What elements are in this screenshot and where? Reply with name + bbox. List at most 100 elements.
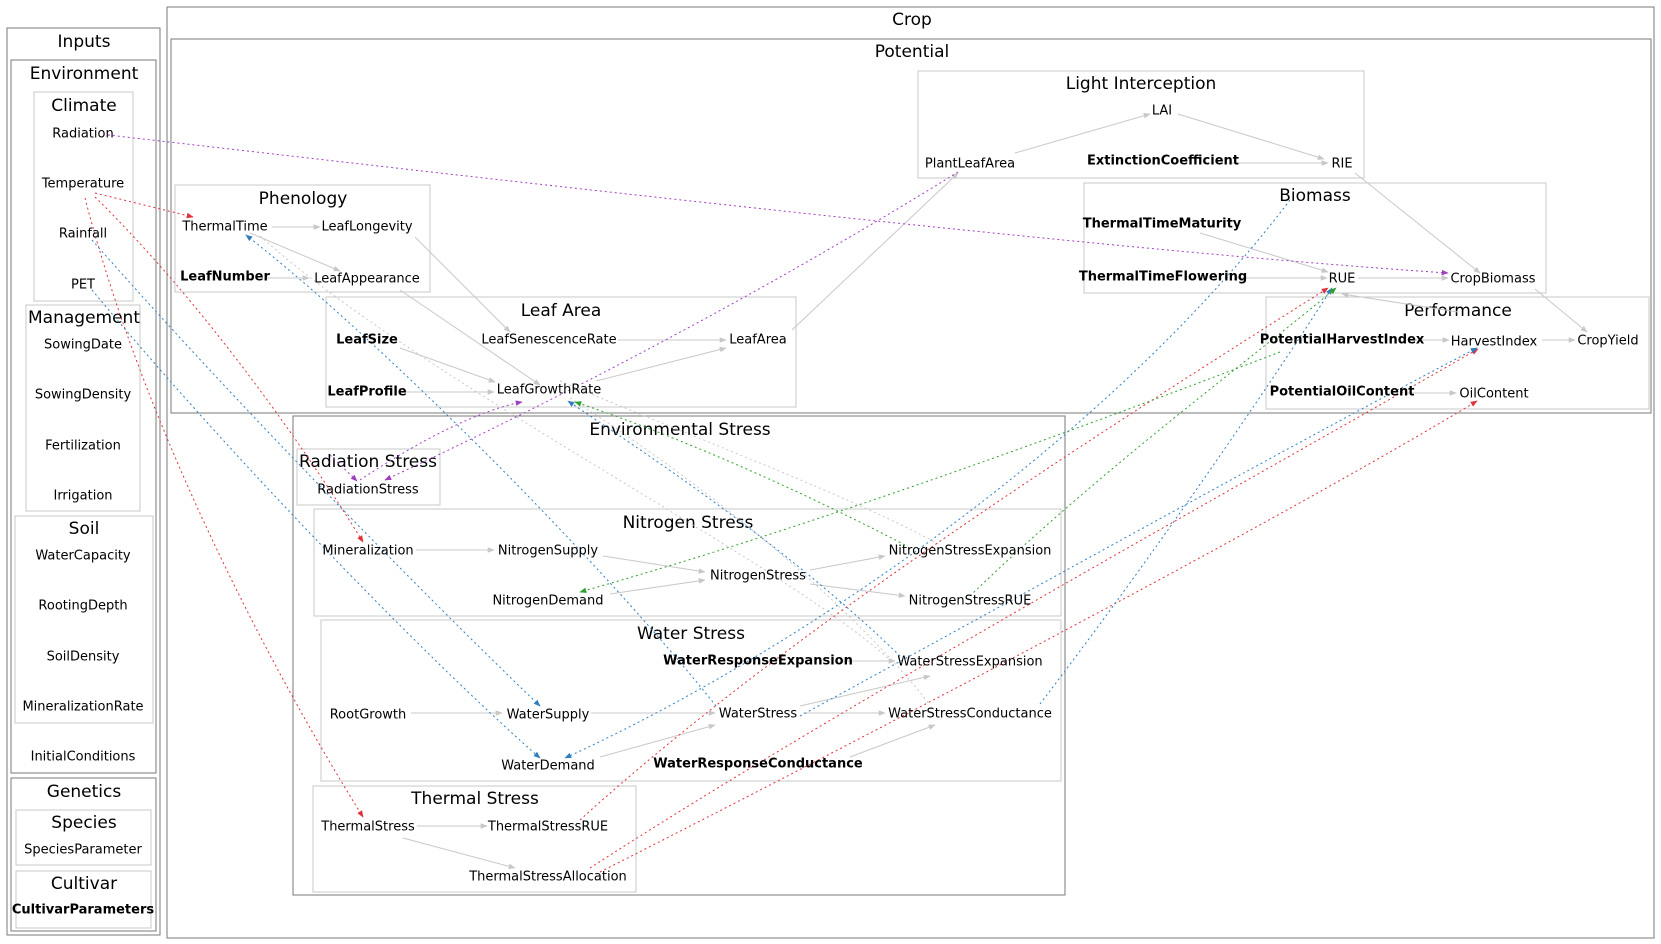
edge-thermalstress-thermalstressallocation xyxy=(402,837,516,870)
node-rootingdepth: RootingDepth xyxy=(38,599,127,614)
node-thermalstressallocation: ThermalStressAllocation xyxy=(468,870,627,885)
node-sowingdate: SowingDate xyxy=(44,338,122,353)
cluster-phenology-box xyxy=(174,184,431,293)
node-soildensity: SoilDensity xyxy=(47,650,120,665)
clusters: Inputs Environment Climate Management So… xyxy=(6,6,1655,939)
cluster-climate-box xyxy=(33,91,134,302)
cluster-soil-title: Soil xyxy=(69,519,100,539)
cluster-management-title: Management xyxy=(28,308,140,328)
node-nitrogendemand: NitrogenDemand xyxy=(492,594,603,609)
cluster-biomass-box xyxy=(1083,182,1547,294)
node-waterstress: WaterStress xyxy=(719,707,798,722)
edge-waterdemand-waterstress xyxy=(599,723,716,758)
edge-temperature-thermalstress xyxy=(84,197,364,818)
cluster-potential-box xyxy=(170,38,1652,414)
edge-waterstress-thermaltime xyxy=(245,234,717,707)
cluster-performance-box xyxy=(1265,296,1650,410)
node-cropyield: CropYield xyxy=(1577,334,1638,349)
cluster-genetics-box xyxy=(10,777,157,932)
cluster-envstress-box xyxy=(292,415,1066,896)
cluster-nitrogen-box xyxy=(313,508,1062,617)
cluster-water-box xyxy=(320,619,1062,782)
cluster-environment-title: Environment xyxy=(30,64,139,84)
edge-thermaltime-leafappearance xyxy=(249,232,341,272)
cluster-climate-title: Climate xyxy=(51,96,116,116)
node-leafappearance: LeafAppearance xyxy=(314,272,420,287)
node-thermaltimematurity: ThermalTimeMaturity xyxy=(1083,217,1242,232)
cluster-water-title: Water Stress xyxy=(637,624,745,644)
cluster-leafarea-title: Leaf Area xyxy=(521,301,602,321)
node-oilcontent: OilContent xyxy=(1459,387,1528,402)
node-rootgrowth: RootGrowth xyxy=(330,708,407,723)
cluster-environment-box xyxy=(10,59,157,774)
node-fertilization: Fertilization xyxy=(45,439,121,454)
node-sowingdensity: SowingDensity xyxy=(35,388,132,403)
node-leafsenescencerate: LeafSenescenceRate xyxy=(481,333,616,348)
edge-plantleafarea-radiationstress xyxy=(384,171,959,481)
cluster-potential-title: Potential xyxy=(875,42,949,62)
edge-leafappearance-leafgrowthrate xyxy=(399,289,541,386)
cluster-light-title: Light Interception xyxy=(1066,74,1217,94)
cluster-crop-title: Crop xyxy=(892,10,932,30)
node-leafprofile: LeafProfile xyxy=(327,385,406,400)
edge-waterresponseconductance-waterstressconductance xyxy=(849,724,936,758)
cluster-cultivar-title: Cultivar xyxy=(51,874,117,894)
edge-thermaltime-waterstressexpansion-dotted xyxy=(259,235,891,661)
node-mineralization: Mineralization xyxy=(322,544,413,559)
edge-thermalstressallocation-harvestindex xyxy=(589,348,1479,869)
node-waterstressconductance: WaterStressConductance xyxy=(888,707,1052,722)
cluster-light-box xyxy=(917,70,1365,179)
cluster-radstress-box xyxy=(296,448,441,506)
node-harvestindex: HarvestIndex xyxy=(1451,335,1538,350)
cluster-management-box xyxy=(25,304,141,512)
edge-leafgrowthrate-leafarea xyxy=(595,346,727,382)
edges xyxy=(84,113,1588,873)
cluster-cultivar-box xyxy=(15,870,152,929)
edge-leafgrowthrate-waterstressconductance-dotted xyxy=(569,397,931,706)
node-leafnumber: LeafNumber xyxy=(180,270,270,285)
edge-nitrogenstress-nitrogenstressexpansion xyxy=(809,554,886,571)
node-temperature: Temperature xyxy=(41,177,124,192)
edge-waterstress-harvestindex xyxy=(799,347,1478,717)
edge-harvestindex-rue xyxy=(1341,292,1459,313)
edge-leafarea-plantleafarea xyxy=(791,172,959,331)
node-pet: PET xyxy=(71,278,95,293)
node-initialconditions: InitialConditions xyxy=(31,750,136,765)
edge-nitrogenstress-nitrogenstressrue xyxy=(809,583,906,598)
edge-radiationstress-leafgrowthrate xyxy=(359,400,523,481)
cluster-performance-title: Performance xyxy=(1404,301,1512,321)
cluster-crop-box xyxy=(166,6,1655,939)
node-thermalstress: ThermalStress xyxy=(320,820,415,835)
cluster-envstress-title: Environmental Stress xyxy=(589,420,770,440)
edge-rainfall-watersupply xyxy=(91,239,541,707)
node-waterstressexpansion: WaterStressExpansion xyxy=(897,655,1042,670)
edge-nitrogensupply-nitrogenstress xyxy=(602,555,706,574)
edge-pet-waterdemand xyxy=(91,289,541,759)
node-plantleafarea: PlantLeafArea xyxy=(925,157,1015,172)
cluster-nitrogen-title: Nitrogen Stress xyxy=(623,513,754,533)
node-leaflongevity: LeafLongevity xyxy=(321,220,412,235)
node-cropbiomass: CropBiomass xyxy=(1450,272,1535,287)
edge-temperature-mineralization xyxy=(94,196,364,543)
node-nitrogenstressrue: NitrogenStressRUE xyxy=(909,594,1032,609)
cluster-biomass-title: Biomass xyxy=(1279,186,1351,206)
edge-potentialharvestindex-nitrogendemand xyxy=(579,351,1281,593)
node-watersupply: WaterSupply xyxy=(507,708,590,723)
node-lai: LAI xyxy=(1152,104,1172,119)
node-radiation: Radiation xyxy=(52,127,113,142)
node-cultivarparameters: CultivarParameters xyxy=(12,903,155,918)
nodes: Radiation Temperature Rainfall PET Sowin… xyxy=(12,104,1639,918)
edge-waterstressconductance-rue xyxy=(1039,287,1333,705)
node-mineralizationrate: MineralizationRate xyxy=(22,700,143,715)
cluster-inputs-title: Inputs xyxy=(58,32,111,52)
node-nitrogenstress: NitrogenStress xyxy=(710,569,806,584)
node-irrigation: Irrigation xyxy=(53,489,112,504)
node-thermaltimeflowering: ThermalTimeFlowering xyxy=(1079,270,1247,285)
node-rue: RUE xyxy=(1329,272,1356,287)
cluster-inputs-box xyxy=(6,27,161,936)
edge-temperature-thermaltime xyxy=(94,192,194,219)
edge-plantleafarea-waterdemand xyxy=(564,199,1291,759)
node-nitrogenstressexpansion: NitrogenStressExpansion xyxy=(889,544,1052,559)
edge-radiation-radiationstress xyxy=(329,454,358,482)
